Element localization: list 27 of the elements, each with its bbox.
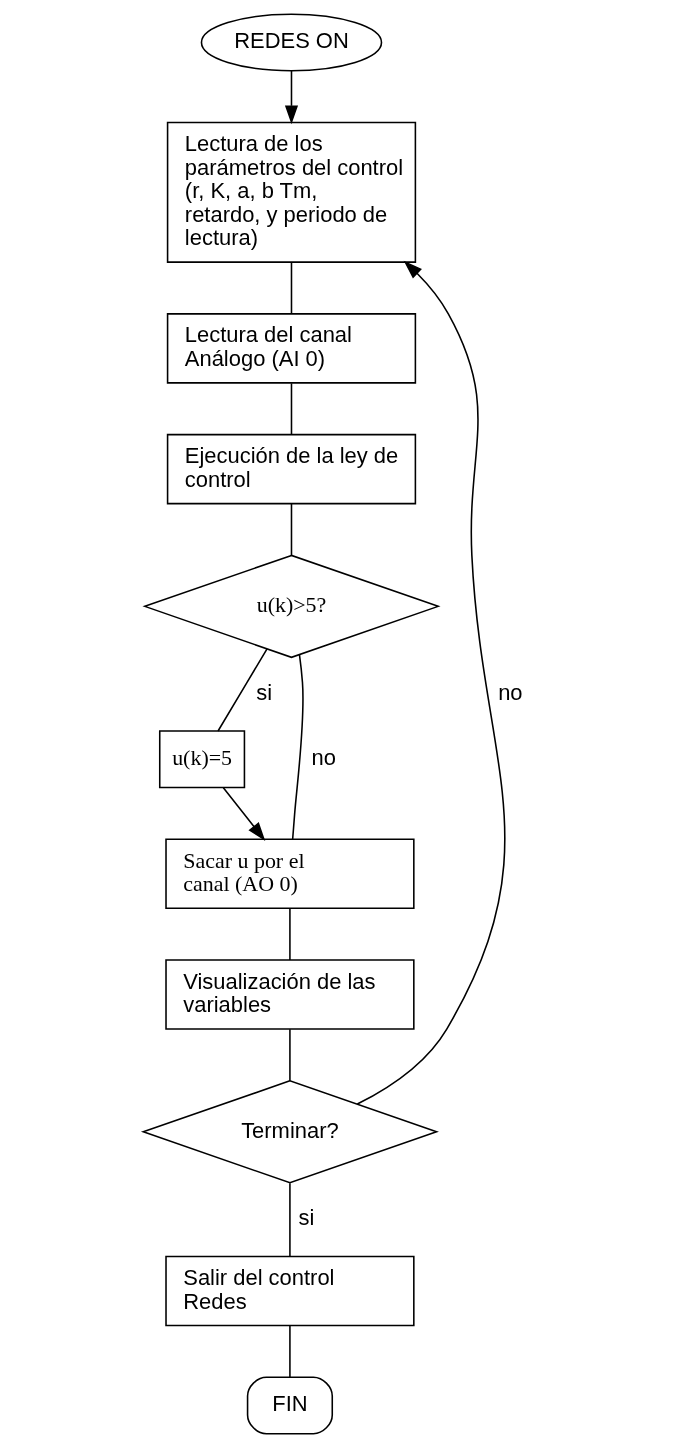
connector [288, 1325, 291, 1378]
connector [290, 382, 292, 436]
arrow [222, 787, 265, 841]
connector [216, 648, 268, 732]
arrow [284, 70, 298, 125]
edge-label: si [298, 1205, 314, 1231]
node-box: Lectura del canal Análogo (AI 0) [166, 313, 416, 384]
edge-label: no [311, 745, 336, 771]
connector [290, 503, 292, 557]
node-diamond: u(k)>5? [141, 554, 441, 659]
connector [288, 1182, 291, 1258]
connector [291, 653, 304, 840]
node-box: FIN [246, 1376, 333, 1435]
node-box: Visualización de las variables [164, 959, 415, 1030]
node-box: Salir del control Redes [164, 1255, 415, 1327]
node-diamond: Terminar? [140, 1079, 439, 1184]
node-box: Lectura de los parámetros del control (r, K, a, b Tm, retardo, y periodo de lectura) [166, 121, 416, 263]
edge-label: no [497, 680, 523, 705]
node-ellipse: REDES ON [200, 13, 382, 72]
node-box: Ejecución de la ley de control [166, 433, 416, 505]
node-box: u(k)=5 [158, 730, 245, 789]
node-box: Sacar u por el canal (AO 0) [164, 838, 415, 910]
edge-label: si [255, 680, 272, 705]
connector [288, 1028, 291, 1082]
connector [288, 907, 291, 961]
arrow [356, 260, 506, 1105]
connector [290, 261, 292, 315]
